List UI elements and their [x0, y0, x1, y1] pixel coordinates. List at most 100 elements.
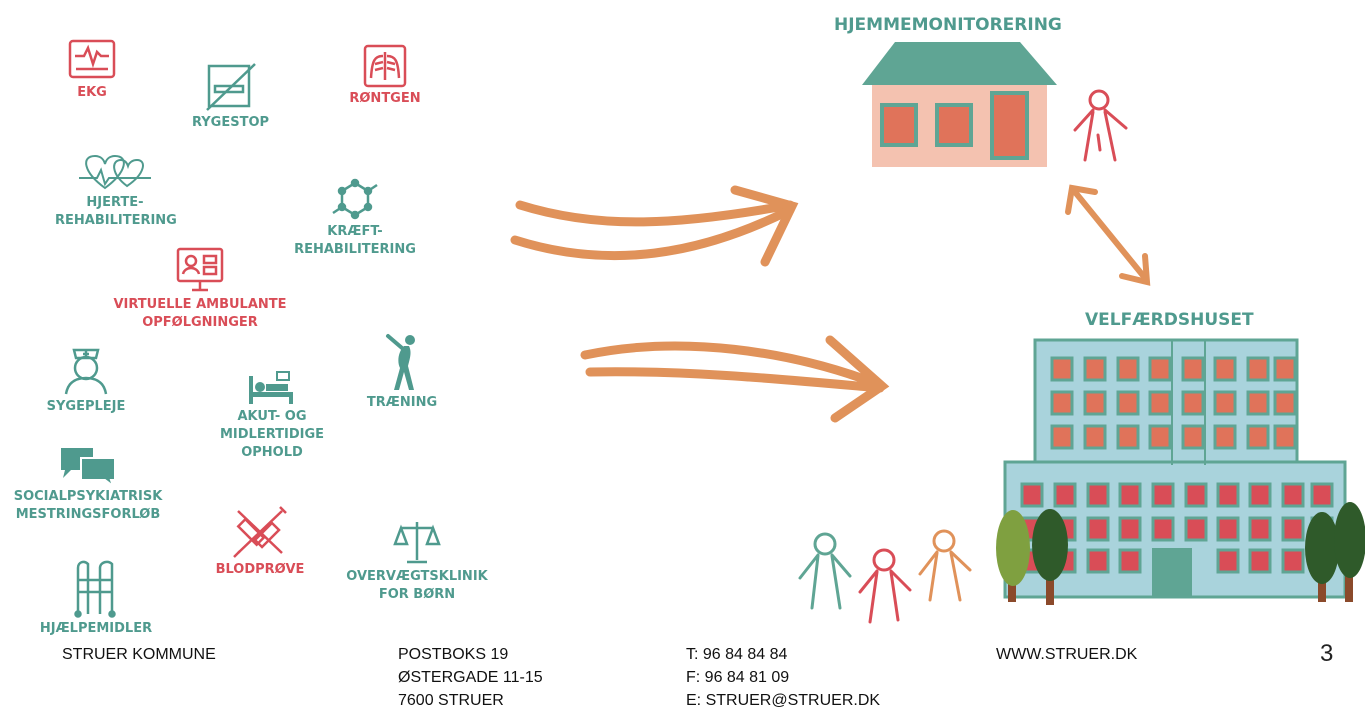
welfare-house-heading: VELFÆRDSHUSET	[1085, 310, 1254, 330]
page-number: 3	[1320, 640, 1334, 667]
service-overvaegt: OVERVÆGTSKLINIK FOR BØRN	[344, 518, 490, 604]
service-virtuelle-line2: OPFØLGNINGER	[142, 315, 258, 330]
tree-icon	[996, 502, 1365, 605]
window	[1216, 482, 1240, 508]
window	[1148, 424, 1172, 450]
footer-contact: T: 96 84 84 84 F: 96 84 81 09 E: STRUER@…	[686, 643, 880, 712]
service-hjerte: HJERTE- REHABILITERING	[55, 150, 177, 230]
molecule-icon	[332, 178, 378, 220]
footer-address-line1: POSTBOKS 19	[398, 646, 509, 663]
window	[1116, 424, 1140, 450]
service-hjerte-line1: HJERTE-	[86, 195, 144, 210]
ecg-monitor-icon	[68, 39, 116, 79]
scale-icon	[393, 522, 441, 564]
window	[1248, 482, 1272, 508]
window	[1118, 516, 1142, 542]
window	[1248, 548, 1272, 574]
person-icon	[798, 529, 972, 624]
service-hjaelpemidler: HJÆLPEMIDLER	[36, 556, 156, 638]
footer-org: STRUER KOMMUNE	[62, 646, 216, 663]
service-kraeft: KRÆFT- REHABILITERING	[292, 177, 418, 259]
exercise-icon	[386, 334, 415, 390]
xray-icon	[363, 44, 407, 88]
service-overvaegt-line2: FOR BØRN	[378, 587, 456, 602]
service-hjaelpemidler-label: HJÆLPEMIDLER	[39, 621, 153, 636]
service-akut: AKUT- OG MIDLERTIDIGE OPHOLD	[214, 370, 330, 462]
hospital-bed-icon	[249, 371, 293, 404]
service-social-line2: MESTRINGSFORLØB	[15, 507, 161, 522]
service-ekg-label: EKG	[77, 85, 107, 100]
footer-phone: T: 96 84 84 84	[686, 646, 788, 663]
nurse-icon	[64, 348, 108, 395]
window	[1246, 424, 1270, 450]
window	[1310, 482, 1334, 508]
window	[1273, 424, 1297, 450]
window	[1151, 516, 1175, 542]
service-ekg: EKG	[62, 38, 122, 102]
window	[1184, 516, 1208, 542]
window	[1116, 356, 1140, 382]
service-rygestop-label: RYGESTOP	[191, 115, 270, 130]
service-akut-line3: OPHOLD	[241, 445, 303, 460]
window	[1083, 356, 1107, 382]
service-kraeft-line1: KRÆFT-	[327, 224, 383, 239]
no-smoking-icon	[205, 63, 256, 111]
home-monitoring-heading: HJEMMEMONITORERING	[834, 15, 1062, 35]
window	[1050, 390, 1074, 416]
window	[1083, 390, 1107, 416]
video-consult-icon	[176, 247, 224, 292]
service-social-line1: SOCIALPSYKIATRISK	[13, 489, 163, 504]
window	[1213, 424, 1237, 450]
double-arrow-icon	[1065, 184, 1151, 286]
chat-bubbles-icon	[61, 448, 116, 486]
window	[1086, 548, 1110, 574]
arrow-to-welfare-icon	[580, 335, 890, 423]
service-blodprove-label: BLODPRØVE	[215, 562, 305, 577]
service-sygepleje: SYGEPLEJE	[36, 340, 136, 416]
footer-address-line2: ØSTERGADE 11-15	[398, 669, 543, 686]
footer-email: E: STRUER@STRUER.DK	[686, 692, 881, 709]
service-akut-line1: AKUT- OG	[237, 409, 307, 424]
service-blodprove: BLODPRØVE	[210, 505, 310, 579]
window	[1148, 390, 1172, 416]
footer-web: WWW.STRUER.DK	[996, 646, 1138, 663]
footer-address-line3: 7600 STRUER	[398, 692, 504, 709]
window	[1053, 482, 1077, 508]
person-icon	[1073, 89, 1128, 162]
window	[1083, 424, 1107, 450]
window	[1118, 482, 1142, 508]
service-hjerte-line2: REHABILITERING	[55, 213, 177, 228]
service-traening-label: TRÆNING	[366, 395, 438, 410]
footer-fax: F: 96 84 81 09	[686, 669, 790, 686]
arrow-to-home-icon	[510, 185, 799, 267]
window	[1181, 356, 1205, 382]
window	[1281, 516, 1305, 542]
service-kraeft-line2: REHABILITERING	[294, 242, 416, 257]
window	[1281, 548, 1305, 574]
service-akut-line2: MIDLERTIDIGE	[219, 427, 325, 442]
service-virtuelle: VIRTUELLE AMBULANTE OPFØLGNINGER	[108, 246, 292, 332]
footer-address: POSTBOKS 19 ØSTERGADE 11-15 7600 STRUER	[398, 643, 543, 712]
service-virtuelle-line1: VIRTUELLE AMBULANTE	[113, 297, 287, 312]
window	[1086, 516, 1110, 542]
window	[1181, 390, 1205, 416]
house-icon	[862, 42, 1057, 167]
window	[1248, 516, 1272, 542]
service-rygestop: RYGESTOP	[188, 62, 273, 132]
service-social: SOCIALPSYKIATRISK MESTRINGSFORLØB	[8, 446, 168, 524]
walker-icon	[74, 560, 116, 618]
window	[1281, 482, 1305, 508]
service-traening: TRÆNING	[362, 332, 442, 412]
service-sygepleje-label: SYGEPLEJE	[46, 399, 126, 414]
service-rontgen-label: RØNTGEN	[349, 91, 421, 106]
window	[1213, 356, 1237, 382]
window	[1020, 482, 1044, 508]
window	[1116, 390, 1140, 416]
window	[1273, 356, 1297, 382]
window	[1216, 548, 1240, 574]
syringe-icon	[233, 506, 287, 558]
window	[1184, 482, 1208, 508]
service-rontgen: RØNTGEN	[345, 44, 425, 108]
window	[1050, 356, 1074, 382]
